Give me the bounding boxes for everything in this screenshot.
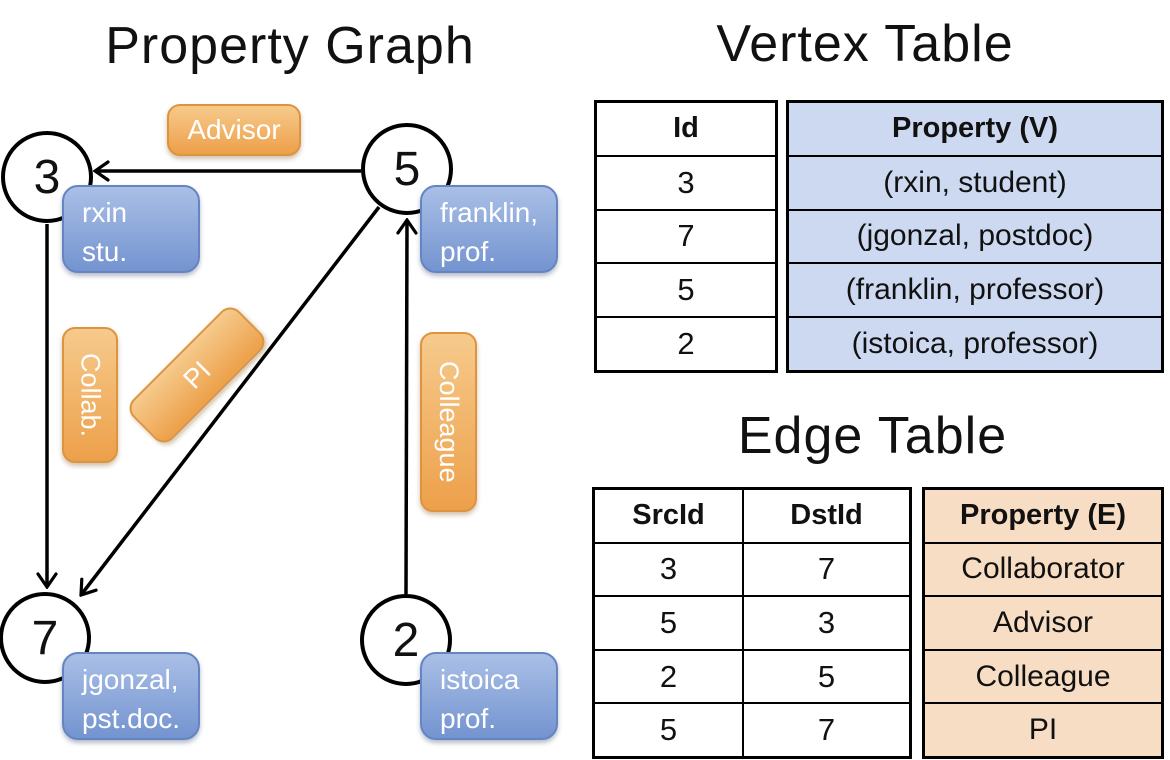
graph-edges-canvas [0,0,585,760]
vertex-7-role: pst.doc. [82,703,181,734]
vertex-id-cell: 3 [597,154,775,209]
node-3-id: 3 [33,150,61,204]
vertex-table-id-header: Id [673,112,699,145]
edge-table-srcid-header: SrcId [632,499,705,532]
edge-srcid-cell: 5 [595,702,742,756]
edge-dstid-cell: 5 [744,648,909,703]
vertex-3-name: rxin [82,197,128,228]
edge-dstid-cell: 7 [744,702,909,756]
vertex-5-role: prof. [440,236,497,267]
edge-property-cell: PI [925,702,1161,756]
vertex-id-cell: 5 [597,262,775,316]
vertex-5-name: franklin, [440,197,539,228]
vertex-7-name: jgonzal, [82,664,179,695]
node-7-id: 7 [31,611,59,665]
vertex-table-id-column: Id 3 7 5 2 [594,100,778,373]
vertex-property-cell: (jgonzal, postdoc) [789,208,1161,263]
vertex-table-property-column: Property (V) (rxin, student) (jgonzal, p… [786,100,1164,373]
edge-label-colleague: Colleague [420,332,477,512]
vertex-property-box-5: franklin, prof. [420,185,558,273]
edge-dstid-cell: 3 [744,595,909,649]
vertex-2-name: istoica [440,664,520,695]
graph-node-5: 5 [361,123,453,215]
edge-dstid-cell: 7 [744,541,909,596]
edge-table-dstid-header: DstId [790,499,863,532]
edge-srcid-cell: 2 [595,648,742,703]
vertex-3-role: stu. [82,236,128,267]
vertex-property-cell: (franklin, professor) [789,262,1161,317]
vertex-property-box-3: rxin stu. [62,185,200,273]
edge-table-srcid-column: SrcId 3 5 2 5 [595,490,742,756]
vertex-table-property-header: Property (V) [789,103,1161,155]
edge-srcid-cell: 5 [595,595,742,649]
edge-label-collab: Collab. [62,327,118,463]
vertex-property-box-7: jgonzal, pst.doc. [62,652,200,740]
edge-table-ids-columns: SrcId 3 5 2 5 DstId 7 3 5 7 [592,487,912,759]
vertex-property-cell: (istoica, professor) [789,316,1161,370]
edge-table-dstid-column: DstId 7 3 5 7 [742,490,909,756]
edge-property-cell: Colleague [925,648,1161,703]
property-graph-title: Property Graph [105,17,475,75]
edge-property-cell: Collaborator [925,541,1161,596]
edge-srcid-cell: 3 [595,541,742,596]
edge-table-property-header: Property (E) [925,490,1161,542]
edge-pi-arrow [81,205,381,595]
edge-table-property-column: Property (E) Collaborator Advisor Collea… [922,487,1164,759]
edge-label-advisor: Advisor [167,104,301,156]
graph-node-2: 2 [360,594,452,686]
edge-table-title: Edge Table [737,407,1008,465]
edge-colleague-arrow [406,220,407,595]
vertex-id-cell: 7 [597,208,775,263]
node-2-id: 2 [392,613,420,667]
vertex-table-title: Vertex Table [716,15,1014,73]
edge-property-cell: Advisor [925,595,1161,649]
node-5-id: 5 [393,142,421,196]
vertex-property-box-2: istoica prof. [420,652,558,740]
vertex-id-cell: 2 [597,316,775,370]
vertex-2-role: prof. [440,703,497,734]
vertex-property-cell: (rxin, student) [789,154,1161,209]
